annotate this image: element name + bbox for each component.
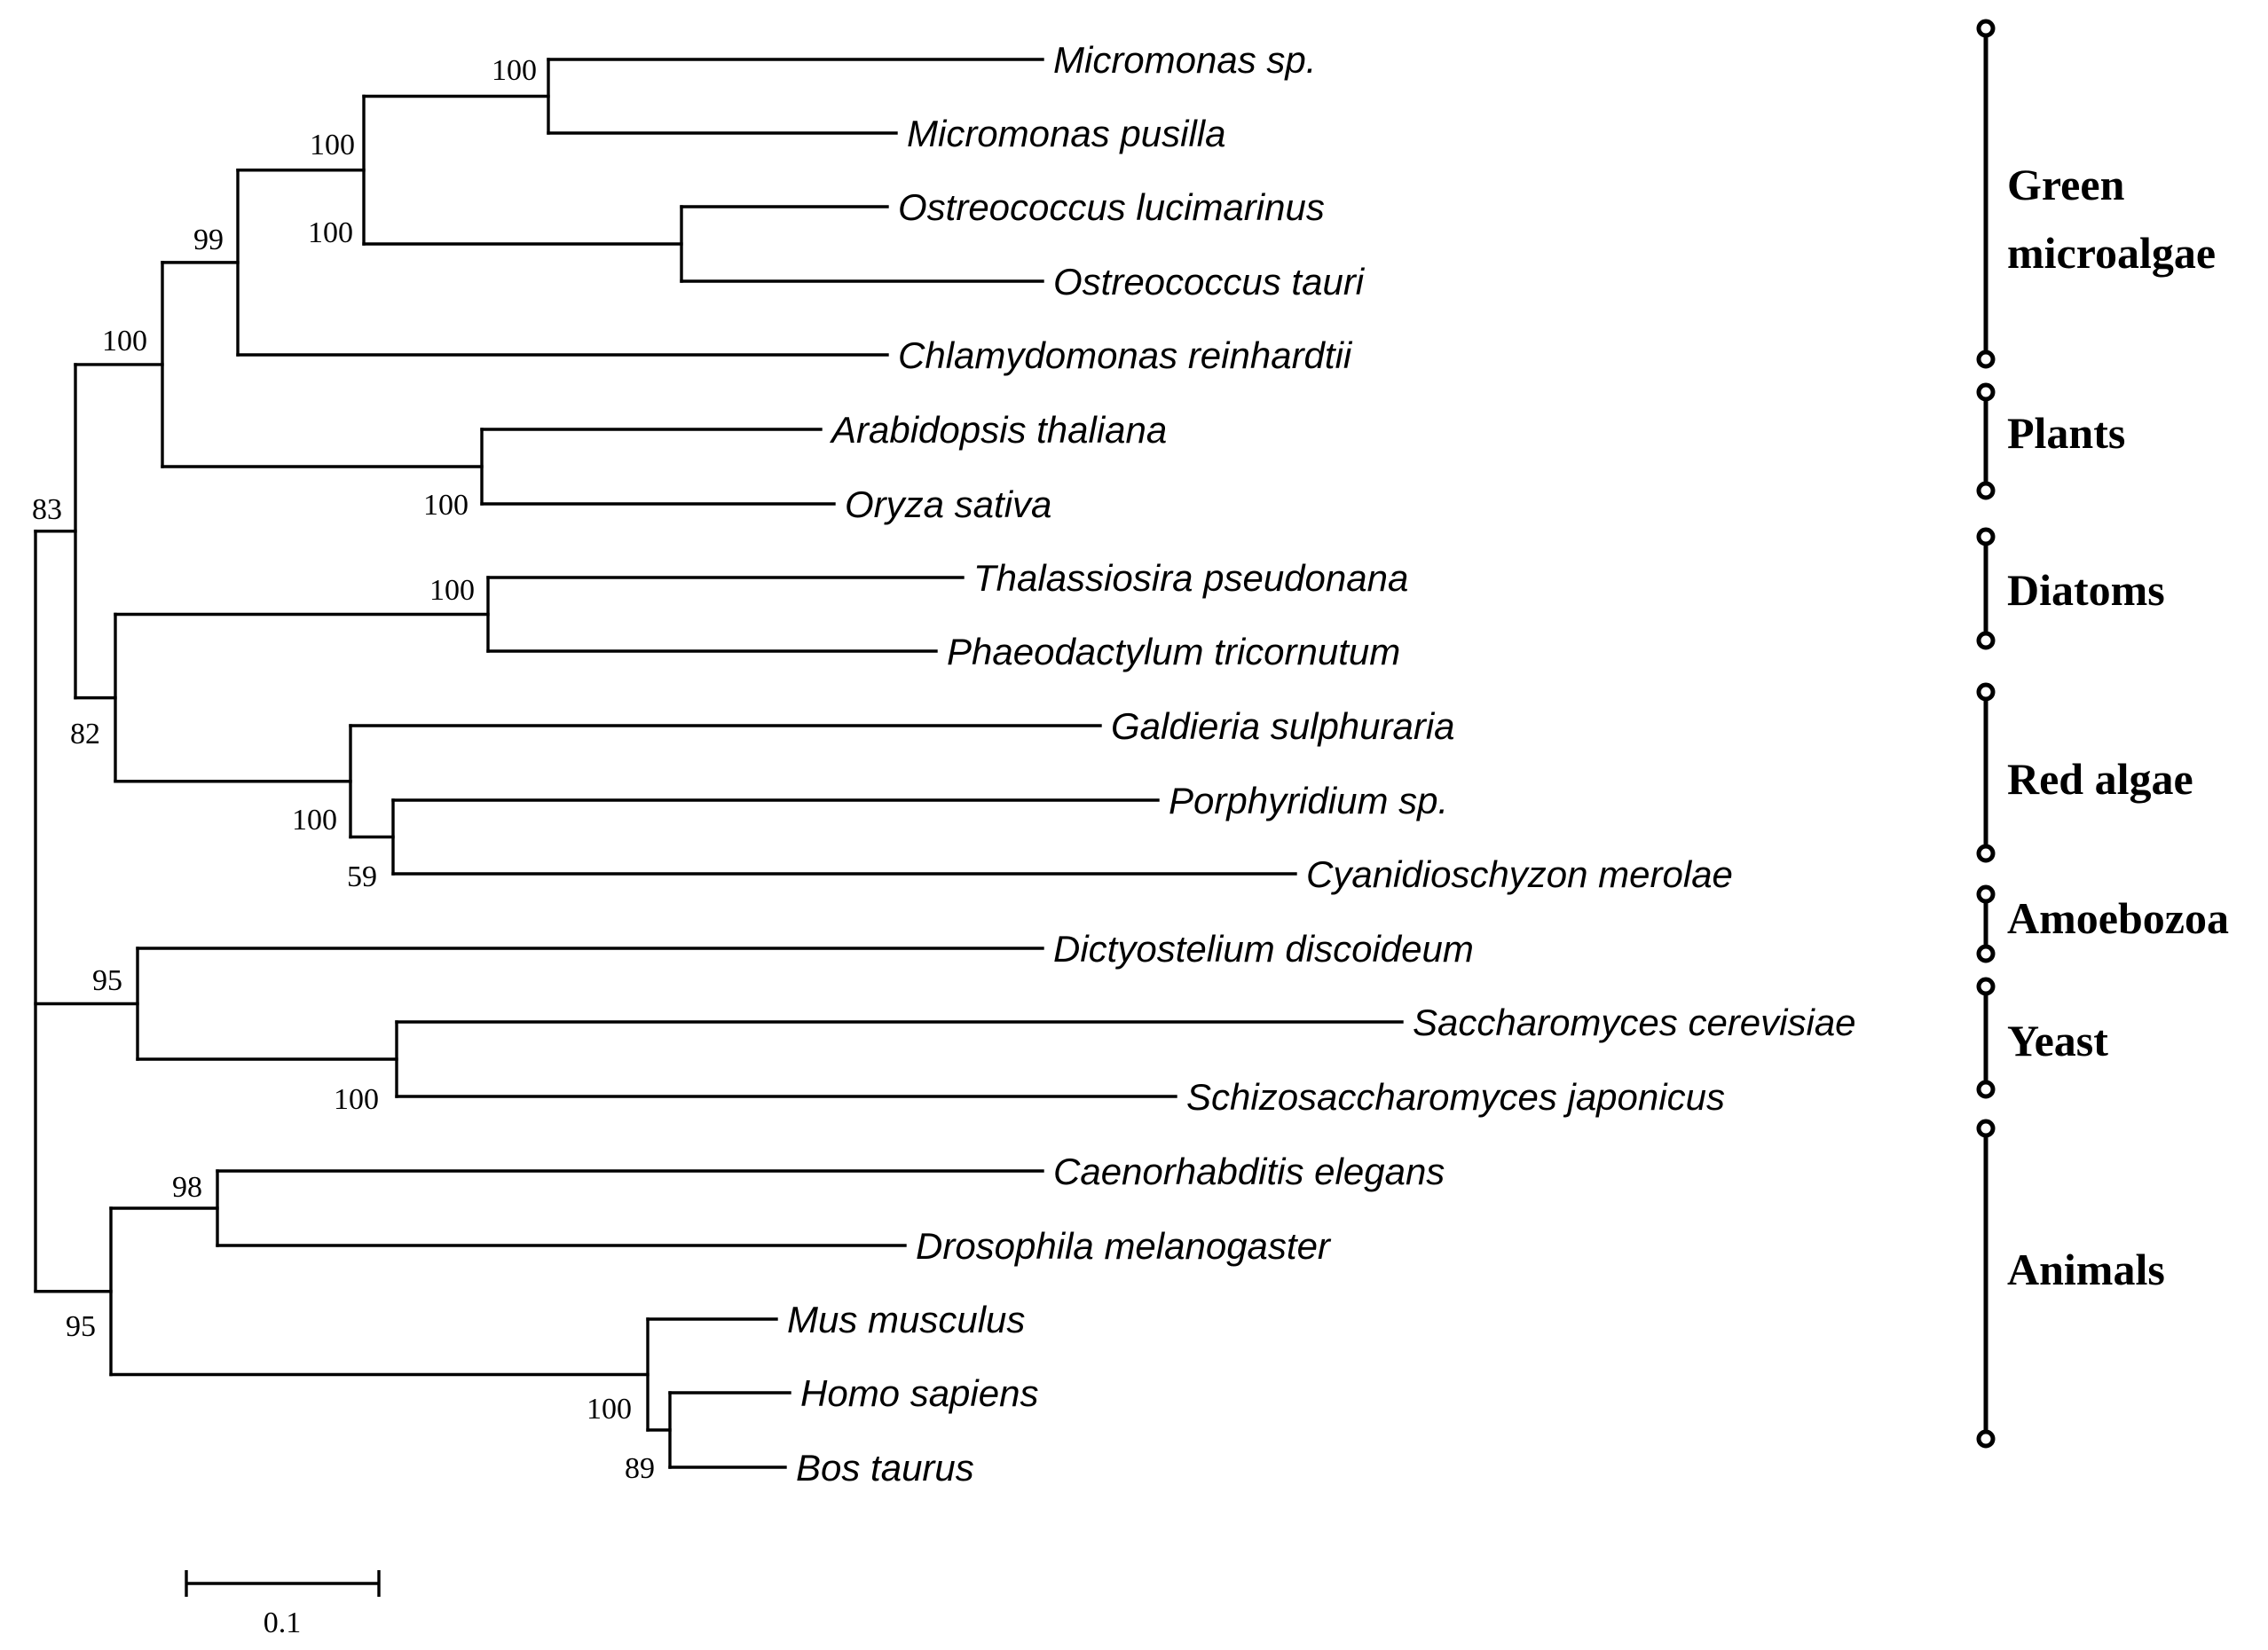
taxon-label: Porphyridium sp. [1169,780,1448,821]
clade-label: Red algae [2007,754,2193,804]
taxon-label: Dictyostelium discoideum [1053,928,1474,970]
bootstrap-value: 95 [66,1310,96,1343]
taxon-label: Bos taurus [796,1447,974,1489]
tree-branches [34,58,1404,1469]
bootstrap-value: 100 [587,1393,632,1426]
clade-bar-endpoint [1976,682,1996,702]
clade-label: Yeast [2007,1016,2108,1065]
taxon-label: Mus musculus [787,1299,1025,1340]
taxon-label: Drosophila melanogaster [916,1225,1332,1267]
taxon-label: Arabidopsis thaliana [829,409,1167,451]
taxon-labels: Micromonas sp. Micromonas pusillaOstreoco… [787,39,1856,1489]
clade-bar-endpoint [1976,631,1996,650]
bootstrap-value: 100 [334,1083,379,1116]
clade-bar-endpoint [1976,1119,1996,1138]
clade-bracket-green-microalgae: Green microalgae [1976,19,2216,369]
bootstrap-value: 89 [625,1452,655,1485]
bootstrap-value: 59 [347,860,377,893]
clade-bar-endpoint [1976,884,1996,904]
bootstrap-value: 100 [292,804,337,837]
bootstrap-value: 100 [492,54,537,87]
scale-bar-label: 0.1 [264,1607,302,1639]
clade-bracket-red-algae: Red algae [1976,682,2193,863]
bootstrap-value: 100 [429,574,475,607]
clade-bar-endpoint [1976,1429,1996,1449]
taxon-label: Homo sapiens [800,1372,1038,1414]
clade-bar-endpoint [1976,844,1996,863]
taxon-label: Saccharomyces cerevisiae [1413,1002,1856,1043]
bootstrap-value: 100 [308,216,353,249]
clade-bar-endpoint [1976,1080,1996,1099]
bootstrap-value: 100 [423,489,469,522]
bootstrap-value: 100 [310,129,355,161]
taxon-label: Micromonas pusilla [907,113,1225,154]
taxon-label: Oryza sativa [845,483,1051,525]
clade-bracket-yeast: Yeast [1976,977,2108,1099]
bootstrap-value: 83 [32,493,62,526]
taxon-label: Thalassiosira pseudonana [973,557,1408,599]
clade-bar-endpoint [1976,382,1996,402]
clade-bracket-plants: Plants [1976,382,2125,500]
bootstrap-value: 98 [172,1171,202,1204]
bootstrap-value: 82 [70,718,100,750]
taxon-label: Chlamydomonas reinhardtii [898,334,1353,376]
taxon-label: Caenorhabditis elegans [1053,1151,1445,1192]
clade-label: Plants [2007,408,2125,458]
clade-bar-endpoint [1976,350,1996,369]
scale-bar: 0.1 [185,1570,381,1639]
bootstrap-value: 100 [102,325,147,358]
clade-bar-endpoint [1976,527,1996,546]
taxon-label: Schizosaccharomyces japonicus [1186,1076,1725,1118]
clade-bracket-animals: Animals [1976,1119,2165,1449]
clade-label: Green [2007,160,2125,209]
taxon-label: Cyanidioschyzon merolae [1306,853,1733,895]
clade-label: Amoebozoa [2007,893,2229,943]
taxon-label: Phaeodactylum tricornutum [947,631,1400,672]
bootstrap-support-values: 100 100 100 99 100 100 83 100 82 100 59 95 100 98 95 10… [32,54,655,1485]
clade-label: Diatoms [2007,565,2165,615]
clade-bar-endpoint [1976,977,1996,996]
clade-bracket-diatoms: Diatoms [1976,527,2165,650]
taxon-label: Galdieria sulphuraria [1111,705,1455,747]
taxon-label: Ostreococcus lucimarinus [898,186,1325,228]
clade-label: Animals [2007,1245,2165,1294]
clade-bar-endpoint [1976,19,1996,38]
taxon-label: Micromonas sp. [1053,39,1316,81]
clade-bracket-amoebozoa: Amoebozoa [1976,884,2229,963]
clade-label: microalgae [2007,228,2216,278]
clade-bar-endpoint [1976,481,1996,500]
bootstrap-value: 99 [193,224,224,256]
clade-bar-endpoint [1976,944,1996,963]
taxon-label: Ostreococcus tauri [1053,261,1366,302]
bootstrap-value: 95 [92,964,122,997]
